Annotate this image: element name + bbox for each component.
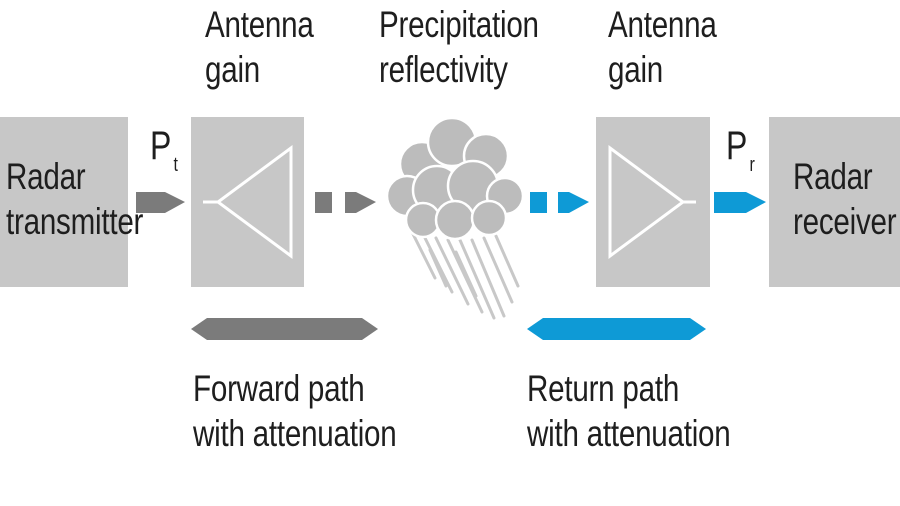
return-path-label: Return path with attenuation: [527, 366, 731, 456]
received-power-arrow: [714, 192, 766, 213]
tx-antenna-icon: [203, 145, 293, 259]
forward-path-line1: Forward path: [193, 368, 365, 409]
tx-antenna-gain-line2: gain: [205, 49, 261, 91]
rx-antenna-gain-label: Antenna gain: [608, 2, 717, 92]
rx-antenna-gain-line2: gain: [608, 49, 664, 91]
forward-path-line2: with attenuation: [193, 413, 397, 455]
forward-dash-arrow: [345, 192, 376, 213]
received-power-subscript: r: [749, 154, 755, 176]
tx-antenna-gain-line1: Antenna: [205, 4, 314, 45]
transmit-power-arrow: [136, 192, 185, 213]
receiver-line1: Radar: [793, 156, 873, 197]
rain-cloud-icon: [385, 116, 525, 320]
return-path-line2: with attenuation: [527, 413, 731, 455]
rx-antenna-gain-line1: Antenna: [608, 4, 717, 45]
forward-path-arrow: [191, 318, 378, 340]
rx-antenna-icon: [608, 145, 696, 259]
transmit-power-subscript: t: [173, 154, 178, 176]
radar-transmitter-label: Radar transmitter: [6, 154, 143, 244]
return-dash-arrow: [558, 192, 589, 213]
precipitation-line1: Precipitation: [379, 4, 539, 45]
return-dash-1: [530, 192, 547, 213]
radar-receiver-label: Radar receiver: [793, 154, 897, 244]
tx-antenna-gain-label: Antenna gain: [205, 2, 314, 92]
precipitation-line2: reflectivity: [379, 49, 508, 91]
transmitter-line1: Radar: [6, 156, 86, 197]
receiver-line2: receiver: [793, 201, 897, 243]
radar-transmitter-box: [0, 117, 128, 287]
radar-receiver-box: [769, 117, 900, 287]
forward-dash-1: [315, 192, 332, 213]
return-path-arrow: [527, 318, 706, 340]
received-power-symbol: P: [726, 124, 748, 168]
transmit-power-symbol: P: [150, 124, 172, 168]
return-path-line1: Return path: [527, 368, 680, 409]
forward-path-label: Forward path with attenuation: [193, 366, 397, 456]
transmitter-line2: transmitter: [6, 201, 144, 243]
precipitation-reflectivity-label: Precipitation reflectivity: [379, 2, 539, 92]
